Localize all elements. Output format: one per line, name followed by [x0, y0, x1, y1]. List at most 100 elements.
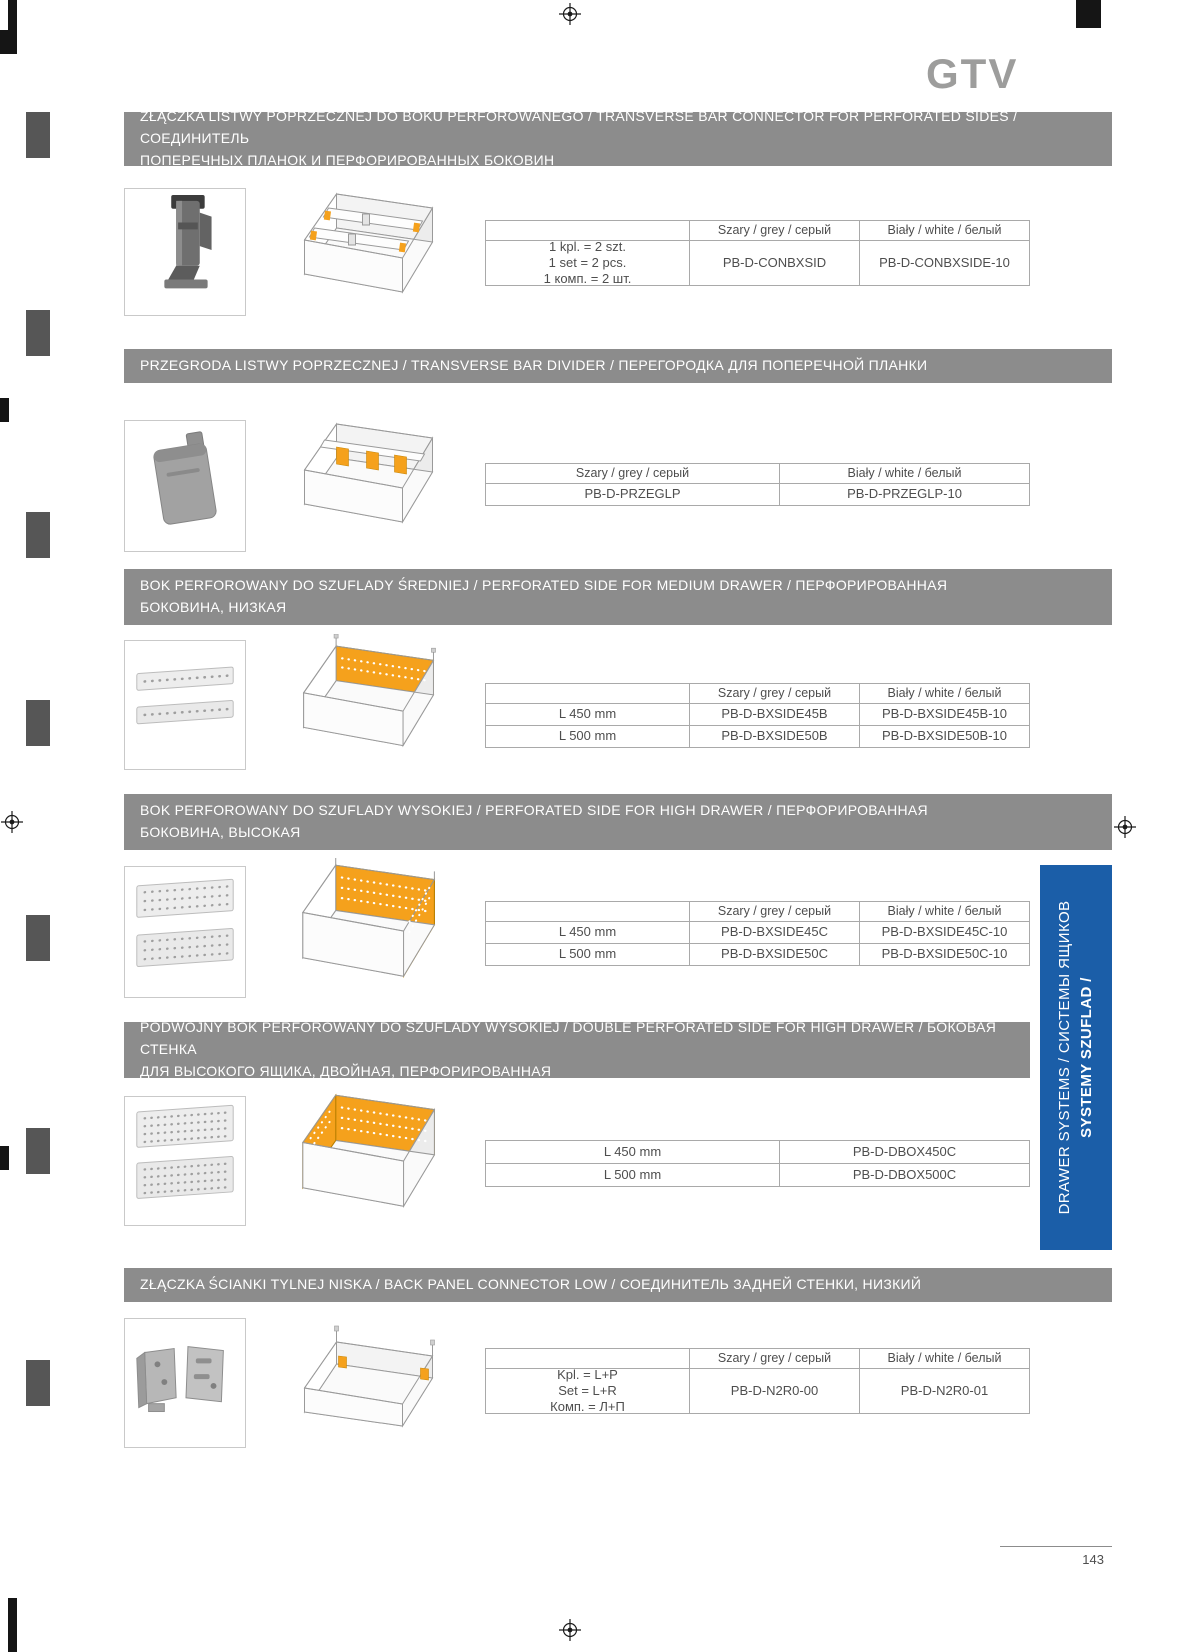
- bar-divider-photo: [153, 431, 217, 525]
- perforated-side-high-photo: [136, 878, 234, 967]
- product-code-grey: PB-D-CONBXSID: [690, 241, 860, 285]
- row-label: L 500 mm: [486, 944, 690, 965]
- divider-accents: [336, 446, 407, 475]
- print-control-square: [0, 398, 9, 422]
- edge-index-tab: [26, 112, 50, 158]
- table-row: L 500 mm PB-D-BXSIDE50C PB-D-BXSIDE50C-1…: [486, 944, 1029, 965]
- product-code-grey: PB-D-BXSIDE45C: [690, 922, 860, 943]
- page-number: 143: [1082, 1552, 1104, 1567]
- row-label-line: 1 kpl. = 2 szt.: [549, 238, 626, 254]
- row-label: Kpl. = L+P Set = L+R Комп. = Л+П: [486, 1366, 690, 1414]
- product-table: Szary / grey / серый Biały / white / бел…: [485, 220, 1030, 286]
- section-title-bar: ZŁĄCZKA LISTWY POPRZECZNEJ DO BOKU PERFO…: [124, 108, 1112, 168]
- drawer-with-perforated-side-drawing: [302, 633, 436, 748]
- table-row: PB-D-PRZEGLP PB-D-PRZEGLP-10: [486, 484, 1029, 505]
- gtv-logo: GTV: [926, 50, 1019, 97]
- edge-index-tab: [26, 915, 50, 961]
- column-header-white: Biały / white / белый: [887, 685, 1002, 700]
- connector-accents: [309, 210, 421, 253]
- section-title: ZŁĄCZKA LISTWY POPRZECZNEJ DO BOKU PERFO…: [140, 108, 1018, 168]
- line-drawing: [272, 857, 457, 1009]
- section-title: ZŁĄCZKA ŚCIANKI TYLNEJ NISKA / BACK PANE…: [140, 1276, 922, 1293]
- column-header-grey: Szary / grey / серый: [690, 902, 860, 921]
- product-photo-box: [124, 1096, 246, 1226]
- row-label: 1 kpl. = 2 szt. 1 set = 2 pcs. 1 комп. =…: [486, 238, 690, 286]
- high-drawer-double-perforated-drawing: [301, 1093, 436, 1209]
- column-header-grey: Szary / grey / серый: [690, 684, 860, 703]
- section-title-bar: PRZEGRODA LISTWY POPRZECZNEJ / TRANSVERS…: [124, 349, 1112, 383]
- drawer-with-dividers-drawing: [303, 422, 434, 524]
- row-label-line: Kpl. = L+P: [557, 1366, 618, 1382]
- product-code-grey: PB-D-BXSIDE45B: [690, 704, 860, 725]
- product-code-grey: PB-D-PRZEGLP: [486, 484, 780, 505]
- column-header-grey: Szary / grey / серый: [486, 464, 780, 483]
- transverse-bar-connector-photo: [164, 194, 212, 289]
- double-perforated-side-photo: [136, 1104, 234, 1199]
- product-photo-box: [124, 640, 246, 770]
- sidebar-tab-line-regular: DRAWER SYSTEMS / СИСТЕМЫ ЯЩИКОВ: [1056, 900, 1074, 1215]
- high-drawer-perforated-drawing: [301, 857, 436, 979]
- column-header-white: Biały / white / белый: [887, 1350, 1002, 1365]
- sidebar-tab-drawer-systems[interactable]: DRAWER SYSTEMS / СИСТЕМЫ ЯЩИКОВ SYSTEMY …: [1040, 865, 1112, 1250]
- row-label-line: 1 set = 2 pcs.: [548, 254, 627, 270]
- registration-target-icon: [1114, 816, 1136, 838]
- registration-target-icon: [559, 3, 581, 25]
- table-corner-cell: [486, 1349, 690, 1368]
- edge-index-tab: [26, 1128, 50, 1174]
- print-control-square: [0, 30, 9, 54]
- product-code: PB-D-DBOX450C: [852, 1143, 957, 1159]
- row-label: L 450 mm: [486, 704, 690, 725]
- product-code-white: PB-D-PRZEGLP-10: [847, 486, 962, 502]
- table-row: L 450 mm PB-D-BXSIDE45B PB-D-BXSIDE45B-1…: [486, 704, 1029, 726]
- product-code-white: PB-D-N2R0-01: [900, 1382, 989, 1398]
- drawer-back-connector-drawing: [303, 1325, 435, 1428]
- section-title: PRZEGRODA LISTWY POPRZECZNEJ / TRANSVERS…: [140, 357, 928, 374]
- column-header-white: Biały / white / белый: [847, 465, 962, 480]
- section-title-bar: ZŁĄCZKA ŚCIANKI TYLNEJ NISKA / BACK PANE…: [124, 1268, 1112, 1302]
- print-control-square: [0, 1146, 9, 1170]
- product-photo-box: [124, 866, 246, 998]
- column-header-grey: Szary / grey / серый: [690, 1349, 860, 1368]
- perforated-side-medium-photo: [136, 666, 234, 725]
- crop-mark-top-left: [8, 0, 17, 54]
- row-label: L 450 mm: [486, 922, 690, 943]
- product-code-white: PB-D-CONBXSIDE-10: [879, 254, 1010, 270]
- table-row: Kpl. = L+P Set = L+R Комп. = Л+П PB-D-N2…: [486, 1366, 1029, 1415]
- product-code-white: PB-D-BXSIDE50C-10: [881, 946, 1008, 962]
- footer-rule: [1000, 1546, 1112, 1547]
- connector-accents: [338, 1355, 429, 1381]
- product-code-white: PB-D-BXSIDE45B-10: [882, 706, 1007, 722]
- section-title: BOK PERFOROWANY DO SZUFLADY ŚREDNIEJ / P…: [140, 577, 948, 615]
- edge-index-tab: [26, 512, 50, 558]
- line-drawing: [272, 412, 457, 557]
- product-code-grey: PB-D-BXSIDE50B: [690, 726, 860, 747]
- table-corner-cell: [486, 221, 690, 240]
- table-row: L 500 mm PB-D-BXSIDE50B PB-D-BXSIDE50B-1…: [486, 726, 1029, 747]
- product-code-grey: PB-D-BXSIDE50C: [690, 944, 860, 965]
- product-code: PB-D-DBOX500C: [852, 1166, 957, 1182]
- edge-index-tab: [26, 1360, 50, 1406]
- drawer-with-transverse-bars-drawing: [303, 192, 434, 294]
- table-corner-cell: [486, 684, 690, 703]
- section-title: PODWÓJNY BOK PERFOROWANY DO SZUFLADY WYS…: [140, 1019, 997, 1079]
- edge-index-tab: [26, 700, 50, 746]
- table-row: L 500 mm PB-D-DBOX500C: [486, 1164, 1029, 1186]
- edge-index-tab: [26, 310, 50, 356]
- section-title-bar: PODWÓJNY BOK PERFOROWANY DO SZUFLADY WYS…: [124, 1019, 1030, 1079]
- table-corner-cell: [486, 902, 690, 921]
- sidebar-tab-label: DRAWER SYSTEMS / СИСТЕМЫ ЯЩИКОВ SYSTEMY …: [1040, 865, 1112, 1250]
- product-photo-box: [124, 188, 246, 316]
- product-code-white: PB-D-BXSIDE45C-10: [881, 924, 1008, 940]
- registration-target-icon: [1, 811, 23, 833]
- row-label: L 500 mm: [486, 1164, 780, 1186]
- table-row: 1 kpl. = 2 szt. 1 set = 2 pcs. 1 комп. =…: [486, 238, 1029, 287]
- crop-mark-top-right: [1076, 0, 1101, 28]
- sidebar-tab-line-bold: SYSTEMY SZUFLAD /: [1078, 977, 1095, 1138]
- line-drawing: [272, 633, 457, 781]
- row-label: L 500 mm: [486, 726, 690, 747]
- row-label: L 450 mm: [486, 1141, 780, 1163]
- back-panel-connectors-photo: [136, 1346, 224, 1413]
- registration-target-icon: [559, 1619, 581, 1641]
- product-code-grey: PB-D-N2R0-00: [690, 1369, 860, 1413]
